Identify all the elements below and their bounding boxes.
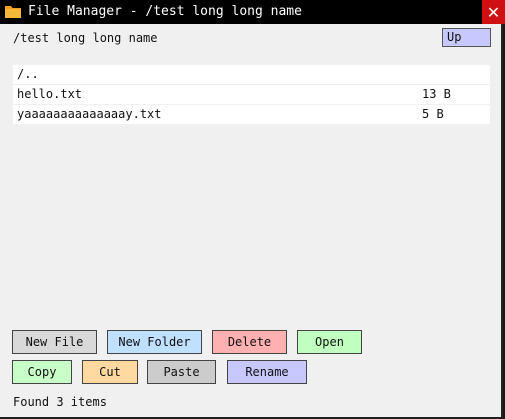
list-item[interactable]: /.. [13,65,490,84]
file-name: hello.txt [17,87,83,101]
rename-button[interactable]: Rename [227,360,307,384]
list-item[interactable]: yaaaaaaaaaaaaaay.txt 5 B [13,105,490,124]
file-list: /.. hello.txt 13 B yaaaaaaaaaaaaaay.txt … [13,65,490,125]
new-file-button[interactable]: New File [12,330,97,354]
delete-button[interactable]: Delete [212,330,287,354]
new-folder-button[interactable]: New Folder [107,330,202,354]
file-size: 5 B [422,107,444,121]
current-path: /test long long name [13,31,158,45]
up-button[interactable]: Up [442,28,491,47]
window-title: File Manager - /test long long name [28,4,302,19]
file-size: 13 B [422,87,451,101]
list-item[interactable]: hello.txt 13 B [13,85,490,104]
file-name: yaaaaaaaaaaaaaay.txt [17,107,162,121]
file-name: /.. [17,67,39,81]
title-bar[interactable]: File Manager - /test long long name ✕ [0,0,505,24]
status-text: Found 3 items [13,395,107,409]
open-button[interactable]: Open [297,330,362,354]
close-icon[interactable]: ✕ [482,0,505,24]
cut-button[interactable]: Cut [82,360,138,384]
folder-icon [5,5,21,18]
paste-button[interactable]: Paste [147,360,216,384]
copy-button[interactable]: Copy [12,360,72,384]
